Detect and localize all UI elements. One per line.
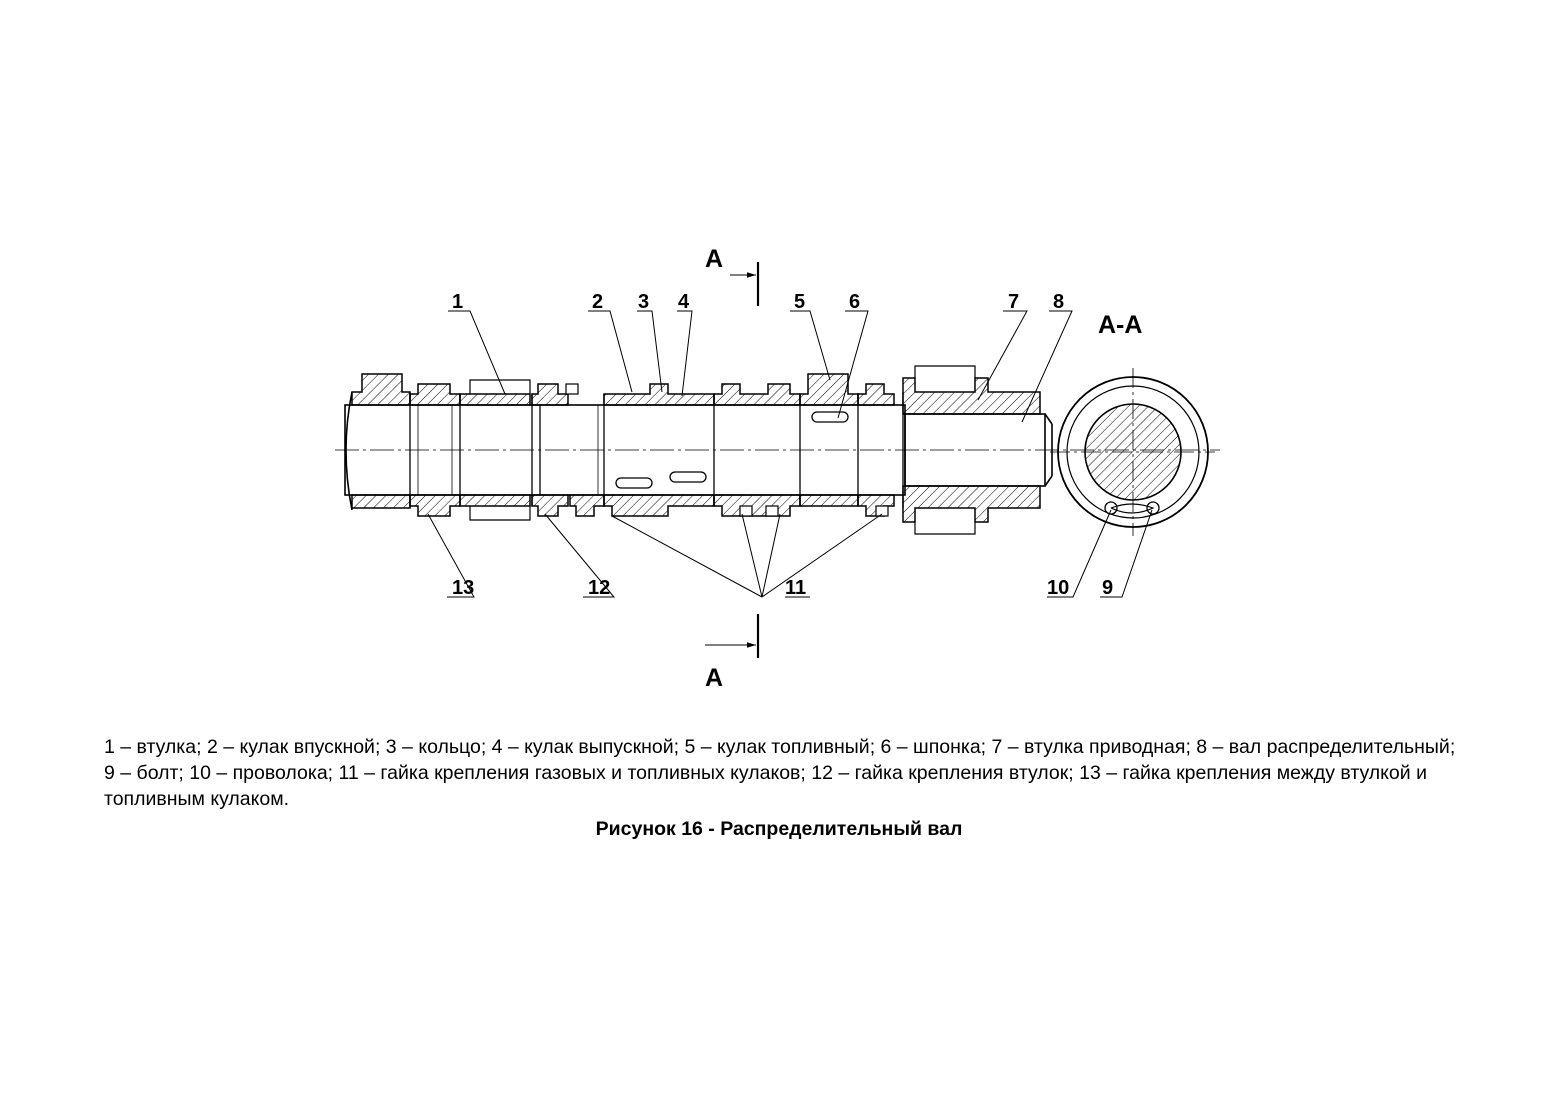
- bottom-sections: [351, 485, 1041, 523]
- section-view-title: А-А: [1098, 311, 1142, 339]
- callout-1: 1: [452, 291, 463, 313]
- lock-wire: [1110, 503, 1155, 514]
- section-label-bottom: A: [705, 664, 723, 692]
- callout-labels: 1 2 3 4 5 6 7 8 9 10 11 12 13: [452, 291, 1113, 599]
- section-cut-markers: [705, 262, 760, 658]
- camshaft-drawing: A A А-А 1 2 3 4 5 6 7 8 9 10 11 12 13: [335, 245, 1220, 692]
- callout-4: 4: [678, 291, 690, 313]
- figure-title: Рисунок 16 - Распределительный вал: [595, 818, 963, 840]
- callout-3: 3: [638, 291, 649, 313]
- callout-5: 5: [794, 291, 805, 313]
- callout-13: 13: [452, 577, 474, 599]
- leader-lines: [427, 310, 1153, 598]
- callout-7: 7: [1008, 291, 1019, 313]
- callout-10: 10: [1047, 577, 1069, 599]
- key-slots: [615, 411, 849, 489]
- callout-12: 12: [588, 577, 610, 599]
- callout-9: 9: [1102, 577, 1113, 599]
- top-sections: [351, 373, 1041, 415]
- callout-11: 11: [785, 577, 806, 599]
- nuts: [565, 383, 889, 517]
- legend-caption: 1 – втулка; 2 – кулак впускной; 3 – коль…: [104, 736, 1456, 810]
- part-boundaries: [409, 392, 904, 508]
- section-view-a-a: [1050, 368, 1215, 536]
- drive-sleeve-outline: [469, 365, 976, 535]
- callout-2: 2: [592, 291, 603, 313]
- callout-6: 6: [849, 291, 860, 313]
- section-label-top: A: [705, 245, 723, 273]
- callout-8: 8: [1053, 291, 1064, 313]
